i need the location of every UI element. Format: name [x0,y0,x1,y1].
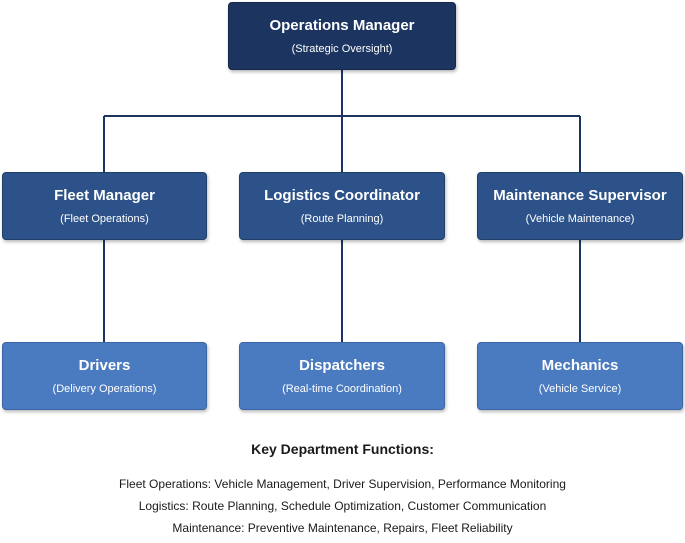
node-title: Dispatchers [299,356,385,374]
node-title: Fleet Manager [54,186,155,204]
key-department-functions: Key Department Functions: Fleet Operatio… [0,440,685,543]
functions-heading: Key Department Functions: [251,441,434,457]
node-title: Mechanics [541,356,619,374]
node-title: Operations Manager [269,16,415,34]
function-line-fleet: Fleet Operations: Vehicle Management, Dr… [119,477,566,491]
node-subtitle: (Fleet Operations) [60,212,149,225]
node-subtitle: (Delivery Operations) [52,382,157,395]
node-subtitle: (Real-time Coordination) [282,382,402,395]
node-drivers: Drivers (Delivery Operations) [2,342,207,410]
node-mechanics: Mechanics (Vehicle Service) [477,342,683,410]
node-operations-manager: Operations Manager (Strategic Oversight) [228,2,456,70]
node-maintenance-supervisor: Maintenance Supervisor (Vehicle Maintena… [477,172,683,240]
node-title: Logistics Coordinator [264,186,420,204]
node-title: Drivers [78,356,131,374]
node-dispatchers: Dispatchers (Real-time Coordination) [239,342,445,410]
node-logistics-coordinator: Logistics Coordinator (Route Planning) [239,172,445,240]
node-fleet-manager: Fleet Manager (Fleet Operations) [2,172,207,240]
node-title: Maintenance Supervisor [493,186,667,204]
node-subtitle: (Vehicle Service) [538,382,622,395]
node-subtitle: (Route Planning) [300,212,384,225]
node-subtitle: (Strategic Oversight) [291,42,393,55]
node-subtitle: (Vehicle Maintenance) [525,212,635,225]
function-line-maintenance: Maintenance: Preventive Maintenance, Rep… [172,521,513,535]
function-line-logistics: Logistics: Route Planning, Schedule Opti… [138,499,547,513]
